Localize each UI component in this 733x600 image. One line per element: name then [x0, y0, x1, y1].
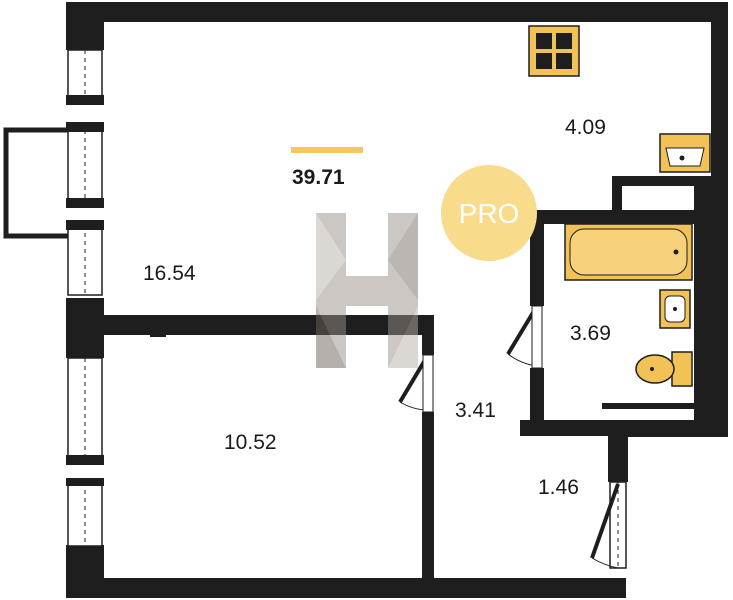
loggia-outline: [3, 127, 68, 239]
pro-badge: PRO: [441, 165, 537, 261]
room-label-kitchen: 4.09: [565, 116, 606, 139]
wall-bath-right: [694, 176, 711, 422]
pro-badge-text: PRO: [459, 198, 520, 229]
kitchen-sink: [659, 133, 711, 173]
wall-left-mid: [66, 298, 104, 358]
window-mullions: [66, 95, 104, 486]
wall-left-top: [66, 2, 104, 50]
wall-bedroom-top: [104, 315, 434, 335]
outer-walls: [66, 2, 728, 598]
stove: [528, 25, 580, 77]
wall-kitchen-box: [612, 176, 711, 186]
wall-bath-left-top: [530, 210, 544, 306]
watermark-logo: [316, 213, 418, 368]
wall-top: [66, 2, 728, 22]
room-label-hall: 3.41: [455, 399, 496, 422]
room-label-living: 16.54: [143, 262, 196, 285]
total-area-bar: [291, 147, 363, 153]
wall-kitchen-box-left: [612, 176, 622, 224]
doors: [398, 304, 620, 569]
bath-sink: [659, 289, 691, 329]
wall-step: [520, 420, 628, 436]
wall-bedroom-notch: [150, 315, 166, 337]
bathtub: [564, 223, 693, 281]
wall-bedroom-right: [422, 315, 434, 355]
door-balcony-leaf: [590, 483, 620, 559]
toilet: [635, 351, 693, 387]
room-label-bedroom: 10.52: [224, 431, 277, 454]
total-area-label: 39.71: [292, 166, 345, 189]
wall-right: [711, 2, 728, 437]
wall-bath-step: [608, 420, 728, 437]
interior-walls: [104, 176, 711, 582]
wall-bath-bottom: [602, 403, 710, 409]
left-windows: [67, 49, 103, 547]
wall-bottom: [66, 578, 626, 598]
room-label-bathroom: 3.69: [570, 322, 611, 345]
room-label-balcony: 1.46: [538, 476, 579, 499]
wall-bath-left-bottom: [530, 368, 544, 432]
wall-bedroom-right-lower: [422, 412, 434, 582]
